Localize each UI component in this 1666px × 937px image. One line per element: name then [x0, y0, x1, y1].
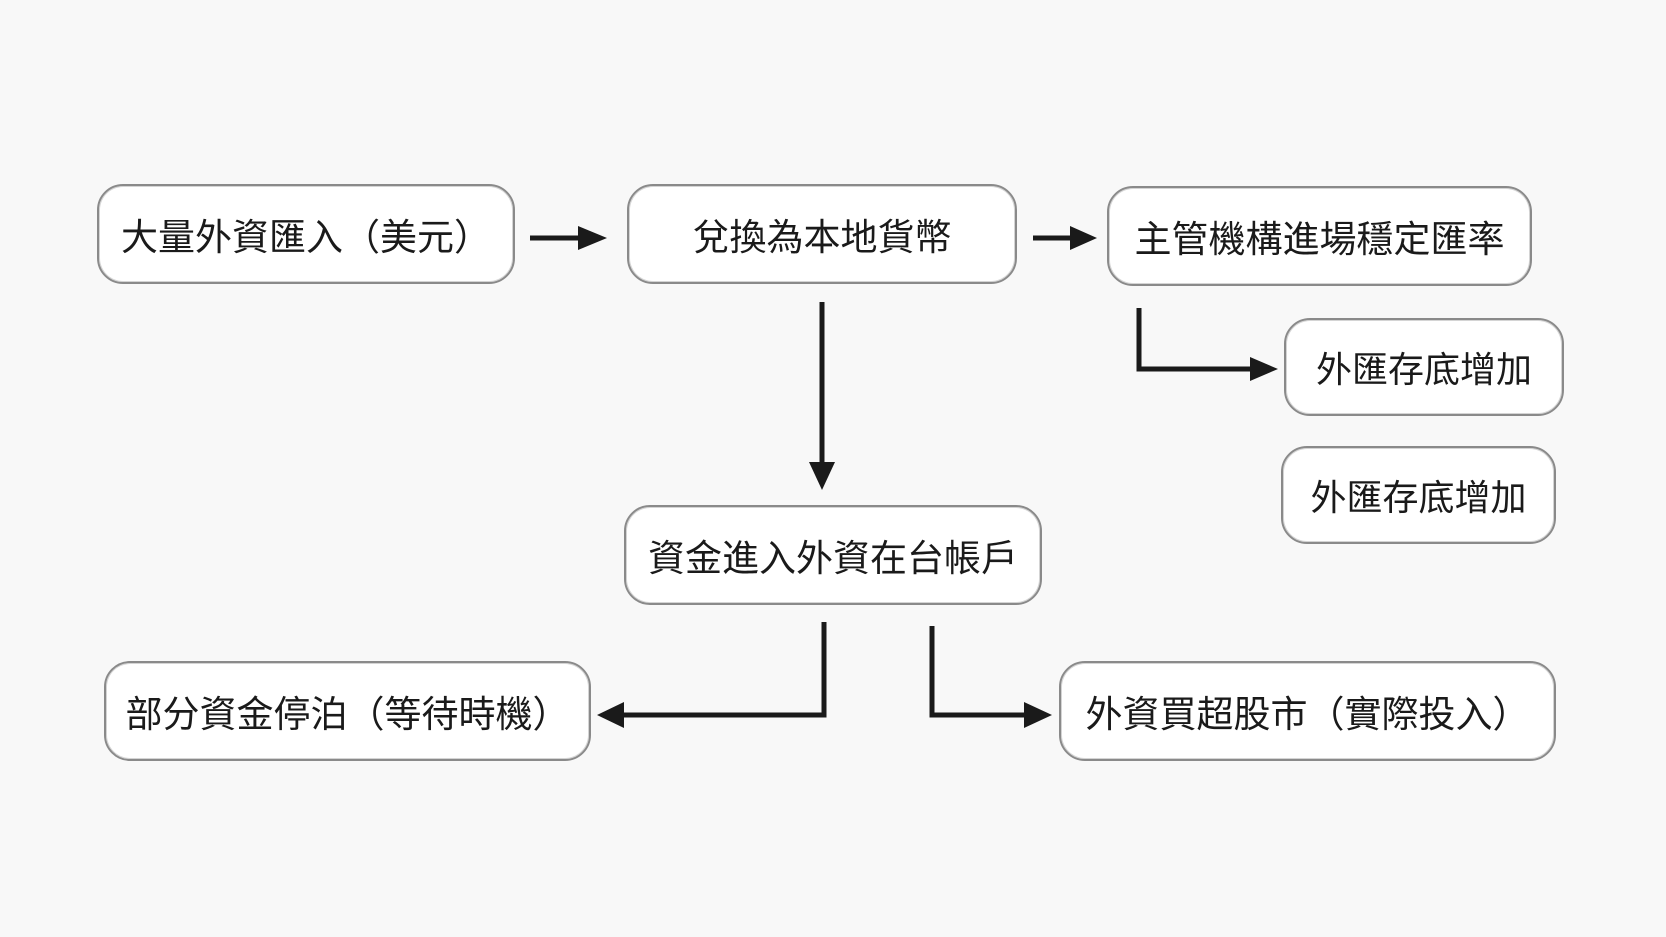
node-account-entry: 資金進入外資在台帳戶	[624, 505, 1042, 605]
arrowhead-account-to-parked	[597, 702, 624, 728]
arrow-account-to-parked	[622, 622, 827, 718]
node-funds-parked-label: 部分資金停泊（等待時機）	[125, 693, 570, 736]
node-net-buy-stocks-label: 外資買超股市（實際投入）	[1085, 693, 1530, 736]
node-convert-currency: 兌換為本地貨幣	[627, 184, 1017, 284]
node-reserves-increase-1: 外匯存底增加	[1284, 318, 1564, 416]
arrowhead-convert-to-account	[809, 462, 835, 490]
node-stabilize-rate-label: 主管機構進場穩定匯率	[1134, 218, 1505, 261]
node-net-buy-stocks: 外資買超股市（實際投入）	[1059, 661, 1556, 761]
arrowhead-account-to-buy	[1024, 702, 1052, 728]
node-funds-parked: 部分資金停泊（等待時機）	[104, 661, 591, 761]
node-convert-currency-label: 兌換為本地貨幣	[692, 216, 952, 259]
arrowhead-convert-to-stabilize	[1070, 226, 1097, 250]
node-reserves-increase-2-label: 外匯存底增加	[1310, 478, 1527, 519]
node-foreign-inflow: 大量外資匯入（美元）	[97, 184, 515, 284]
arrowhead-stabilize-to-reserves	[1250, 357, 1278, 381]
node-reserves-increase-2: 外匯存底增加	[1281, 446, 1556, 544]
node-reserves-increase-1-label: 外匯存底增加	[1315, 350, 1532, 391]
node-stabilize-rate: 主管機構進場穩定匯率	[1107, 186, 1532, 286]
node-foreign-inflow-label: 大量外資匯入（美元）	[121, 216, 491, 259]
arrow-stabilize-to-reserves	[1136, 308, 1252, 372]
arrowhead-inflow-to-convert	[578, 226, 607, 250]
node-account-entry-label: 資金進入外資在台帳戶	[648, 537, 1018, 580]
arrow-account-to-buy	[929, 626, 1026, 718]
